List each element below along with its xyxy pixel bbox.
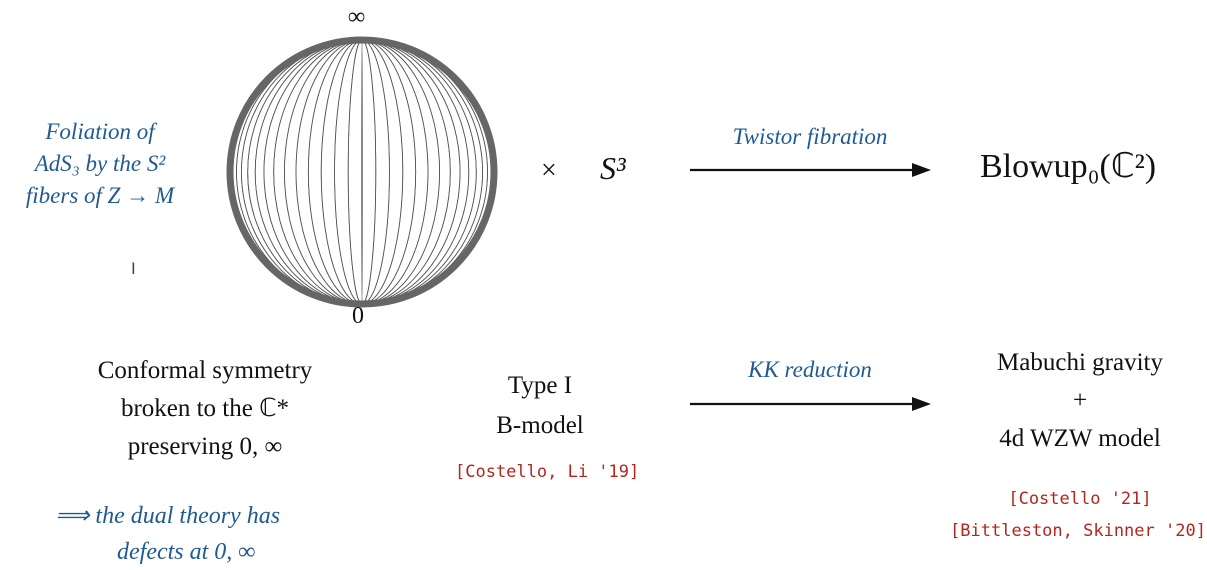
citation-costello-li: [Costello, Li '19] — [455, 462, 640, 482]
mabuchi-wzw-text: Mabuchi gravity + 4d WZW model — [950, 344, 1207, 458]
citation-bittleston-skinner: [Bittleston, Skinner '20] — [950, 521, 1206, 541]
foliated-sphere — [226, 36, 498, 308]
s3-symbol: S³ — [600, 150, 626, 186]
blowup-target: Blowup₀(ℂ²) — [980, 148, 1157, 185]
foliation-note-line2: AdS₃ by the S² — [34, 151, 166, 176]
conformal-line1: Conformal symmetry — [97, 357, 313, 384]
foliation-note: Foliation of AdS₃ by the S² fibers of Z … — [10, 116, 190, 212]
type-i-line: Type I — [507, 372, 573, 399]
times-symbol: × — [541, 155, 557, 186]
implication-line2: defects at 0, ∞ — [117, 539, 256, 565]
implication-text: ⟹ the dual theory has defects at 0, ∞ — [55, 498, 375, 570]
conformal-line2: broken to the ℂ* — [120, 395, 290, 422]
twistor-arrow — [690, 163, 931, 177]
citation-costello-21: [Costello '21] — [1008, 489, 1152, 509]
mabuchi-line: Mabuchi gravity — [997, 349, 1163, 376]
sphere-outline — [226, 36, 498, 308]
zero-label: 0 — [352, 303, 364, 329]
infinity-label: ∞ — [348, 4, 366, 30]
foliation-note-line1: Foliation of — [45, 119, 155, 144]
kk-arrow — [690, 397, 931, 411]
text-cursor-icon: I — [131, 259, 136, 278]
conformal-symmetry-text: Conformal symmetry broken to the ℂ* pres… — [55, 352, 355, 466]
meridian-line — [361, 39, 363, 305]
type-i-bmodel: Type I B-model — [440, 366, 640, 446]
twistor-fibration-label: Twistor fibration — [732, 124, 888, 149]
implication-line1: ⟹ the dual theory has — [55, 503, 281, 529]
bmodel-line: B-model — [496, 412, 584, 439]
conformal-line3: preserving 0, ∞ — [127, 433, 283, 460]
foliation-note-line3: fibers of Z → M — [25, 183, 175, 208]
wzw-line: 4d WZW model — [999, 425, 1161, 452]
plus-line: + — [1072, 387, 1088, 414]
kk-reduction-label: KK reduction — [748, 357, 872, 382]
